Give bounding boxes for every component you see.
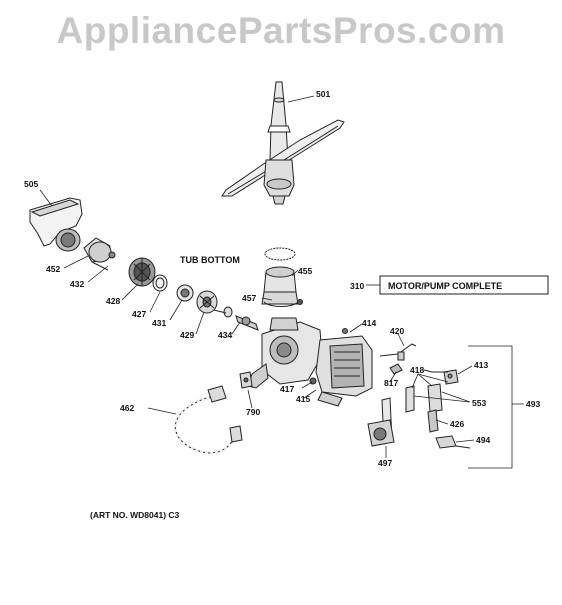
switch-cluster-drawing xyxy=(405,369,471,449)
part-label-431: 431 xyxy=(152,318,166,328)
part-label-497: 497 xyxy=(378,458,392,468)
part-label-452: 452 xyxy=(46,264,60,274)
impeller-428-drawing xyxy=(128,257,156,287)
part-label-427: 427 xyxy=(132,309,146,319)
part-label-494: 494 xyxy=(476,435,490,445)
seal-427-431-drawing xyxy=(152,274,194,302)
tub-bottom-label: TUB BOTTOM xyxy=(180,255,240,265)
motor-pump-label: MOTOR/PUMP COMPLETE xyxy=(388,281,502,291)
motor-pump-ref-label: 310 xyxy=(350,281,364,291)
part-label-432: 432 xyxy=(70,279,84,289)
part-label-501: 501 xyxy=(316,89,330,99)
part-label-418: 418 xyxy=(410,365,424,375)
part-label-434: 434 xyxy=(218,330,232,340)
part-label-417: 417 xyxy=(280,384,294,394)
shaft-434-drawing xyxy=(213,306,259,331)
solenoid-497-drawing xyxy=(367,397,395,447)
part-label-553: 553 xyxy=(472,398,486,408)
part-label-790: 790 xyxy=(246,407,260,417)
part-label-414: 414 xyxy=(362,318,376,328)
clamp-hose-drawing xyxy=(83,237,116,271)
part-label-428: 428 xyxy=(106,296,120,306)
tub-seal-drawing xyxy=(261,247,303,307)
part-label-426: 426 xyxy=(450,419,464,429)
clip-790-drawing xyxy=(239,371,253,389)
part-label-505: 505 xyxy=(24,179,38,189)
housing-505-drawing xyxy=(29,197,83,252)
part-label-462: 462 xyxy=(120,403,134,413)
part-label-457: 457 xyxy=(242,293,256,303)
motor-drawing xyxy=(309,328,373,407)
art-number-label: (ART NO. WD8041) C3 xyxy=(90,510,180,520)
spray-arm-drawing xyxy=(221,81,345,205)
bracket-493 xyxy=(468,345,524,469)
drain-hose-462-drawing xyxy=(173,385,243,455)
site-watermark: AppliancePartsPros.com xyxy=(56,10,506,51)
pump-body-drawing xyxy=(247,317,323,389)
part-label-429: 429 xyxy=(180,330,194,340)
part-label-817: 817 xyxy=(384,378,398,388)
leader-lines xyxy=(39,95,475,458)
part-label-413: 413 xyxy=(474,360,488,370)
chopper-429-drawing xyxy=(196,290,218,314)
part-label-455: 455 xyxy=(298,266,312,276)
part-labels: 501 505 452 432 428 427 431 429 434 455 … xyxy=(24,89,540,468)
part-label-493: 493 xyxy=(526,399,540,409)
part-label-415: 415 xyxy=(296,394,310,404)
part-label-420: 420 xyxy=(390,326,404,336)
lever-420-817-drawing xyxy=(379,343,417,375)
